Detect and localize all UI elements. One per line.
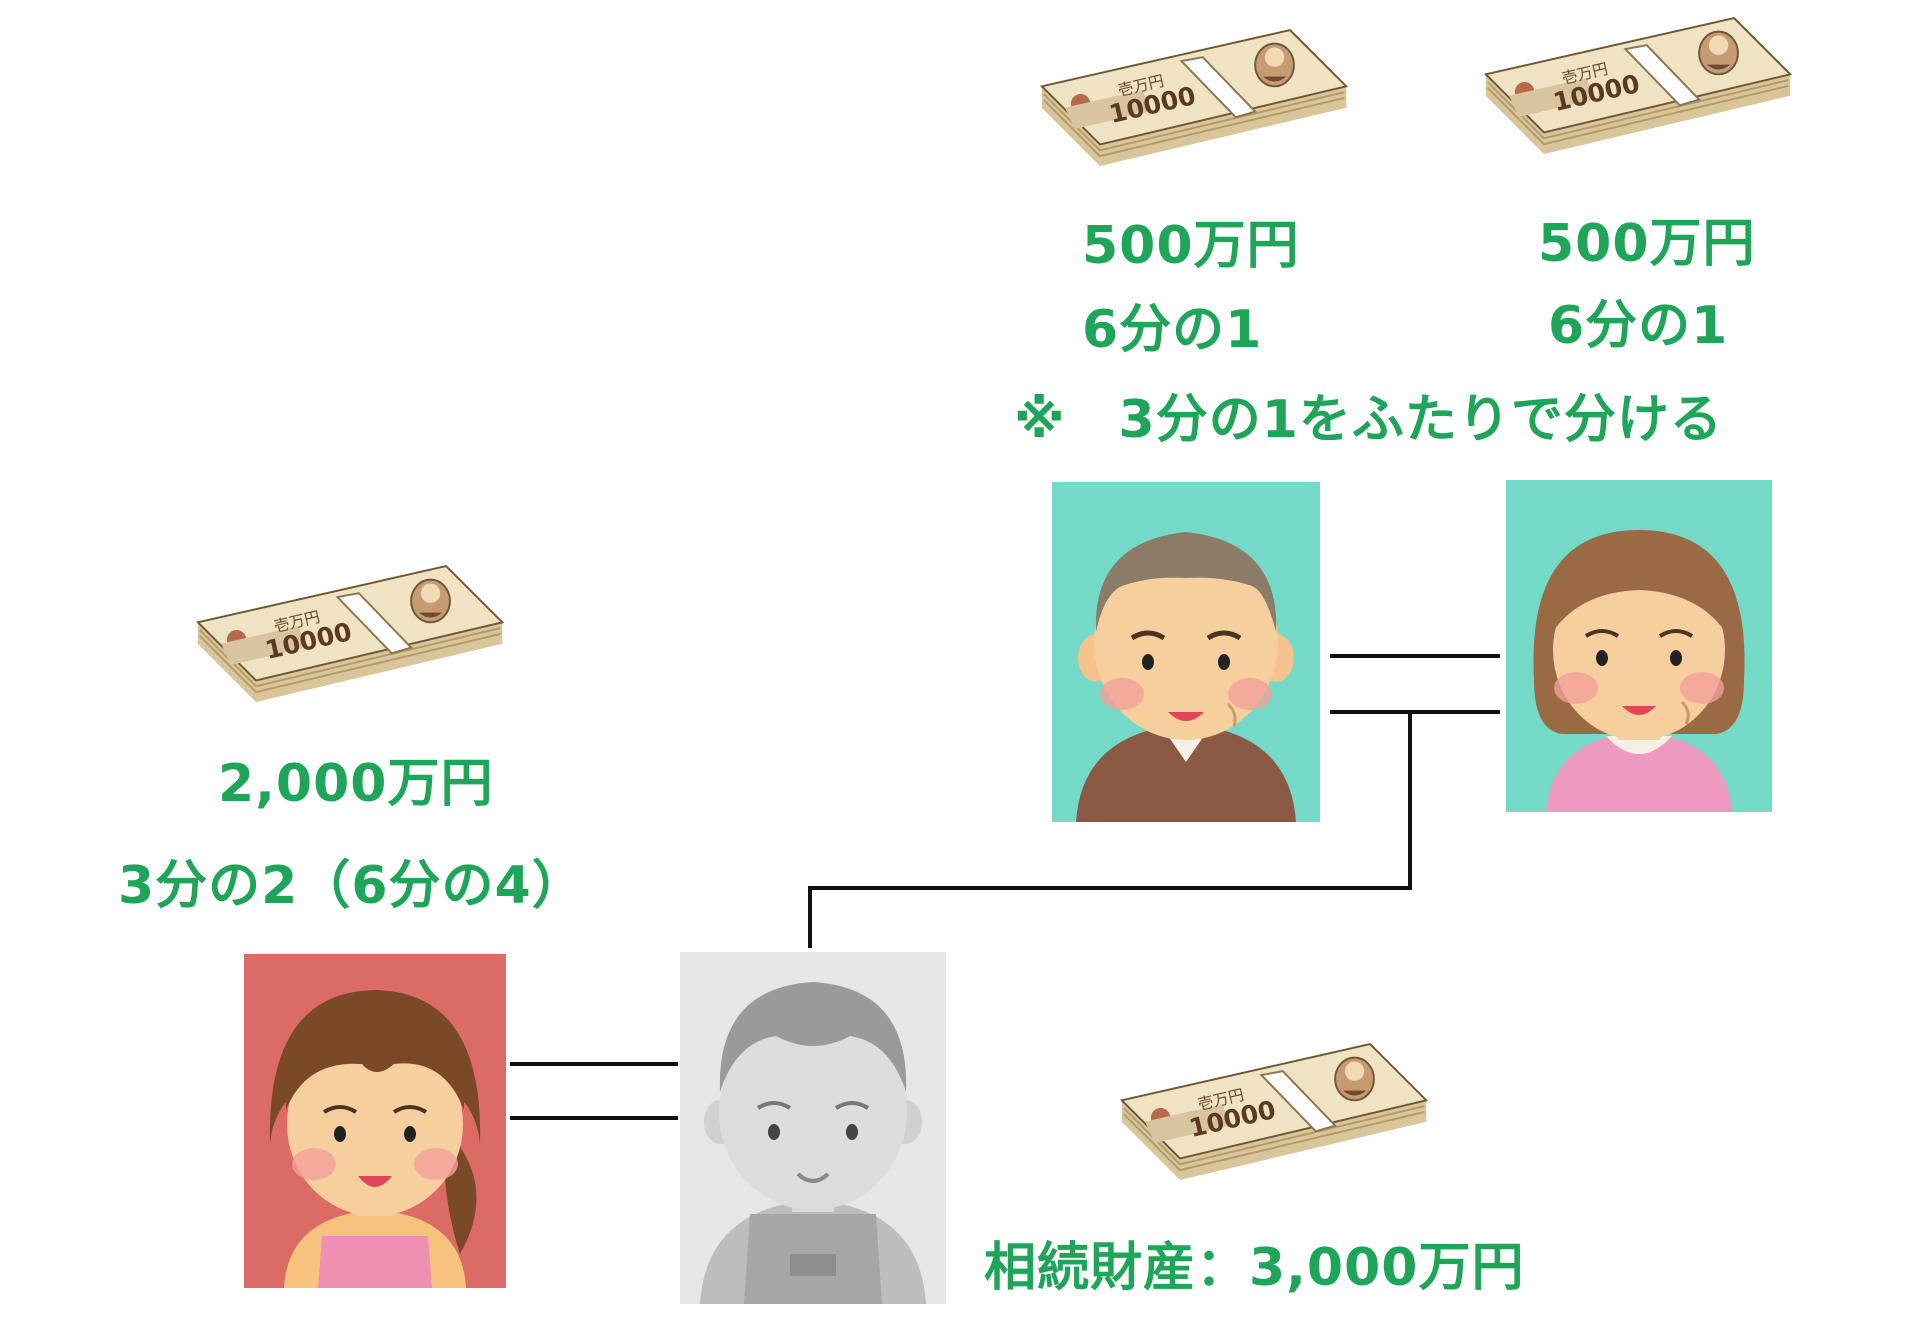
parents-share-note: ※ 3分の1をふたりで分ける bbox=[1014, 390, 1723, 450]
money-bundle-icon-grandfather bbox=[1036, 16, 1356, 176]
money-bundle-icon-grandmother bbox=[1480, 4, 1800, 164]
grandfather-portrait bbox=[1052, 482, 1320, 822]
grandfather-fraction: 6分の1 bbox=[1082, 300, 1263, 360]
grandmother-portrait bbox=[1506, 480, 1772, 812]
deceased-portrait bbox=[680, 952, 946, 1304]
estate-total-label: 相続財産：3,000万円 bbox=[984, 1238, 1525, 1298]
parent-child-line bbox=[808, 712, 1412, 948]
grandmother-fraction: 6分の1 bbox=[1548, 296, 1729, 356]
spouse-amount: 2,000万円 bbox=[218, 754, 494, 814]
spouse-fraction: 3分の2（6分の4） bbox=[118, 856, 585, 916]
money-bundle-icon-spouse bbox=[192, 552, 512, 712]
grandmother-amount: 500万円 bbox=[1538, 214, 1756, 274]
money-bundle-icon-estate bbox=[1116, 1030, 1436, 1190]
spouse-portrait bbox=[244, 954, 506, 1288]
grandfather-amount: 500万円 bbox=[1082, 216, 1300, 276]
